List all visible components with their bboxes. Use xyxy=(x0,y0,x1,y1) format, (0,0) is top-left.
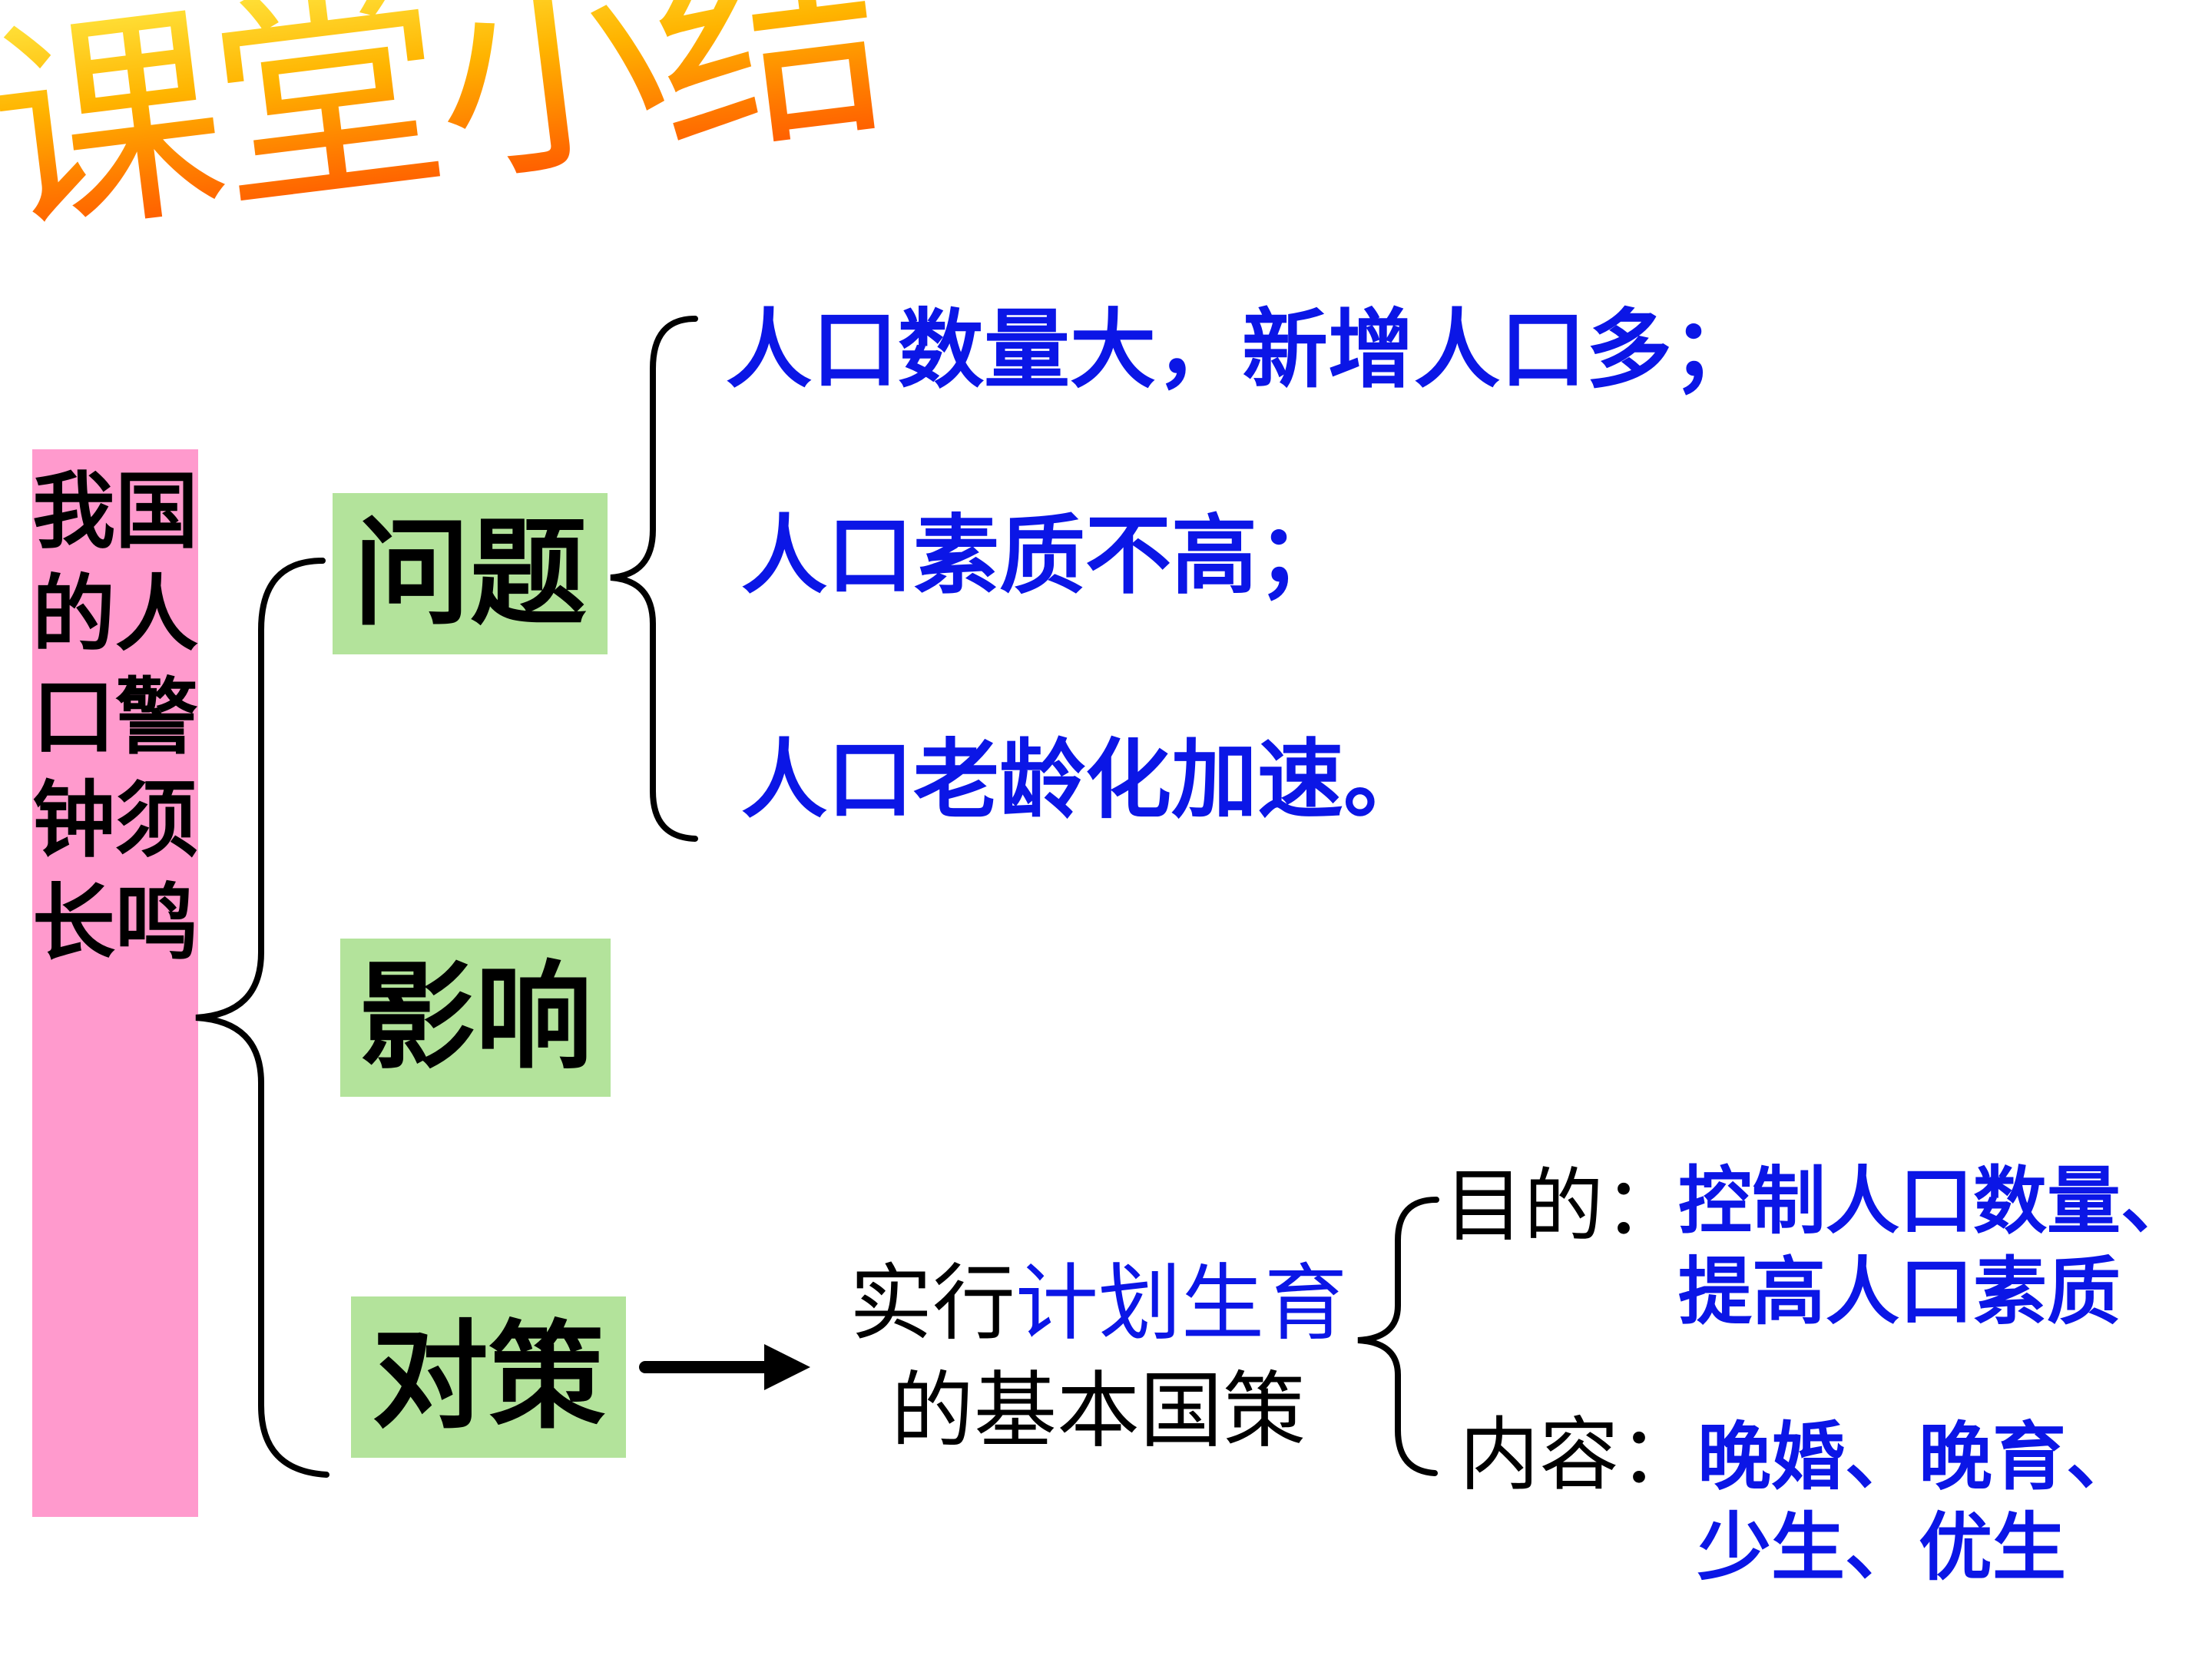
policy-bracket xyxy=(1357,1197,1439,1476)
problem-item-2: 人口素质不高； xyxy=(741,506,1343,606)
root-bracket xyxy=(195,558,329,1478)
problem-item-1: 人口数量大，新增人口多； xyxy=(726,300,1758,400)
policy-prefix: 实行 xyxy=(849,1256,1015,1352)
policy-node: 实行计划生育 的基本国策 xyxy=(799,1250,1398,1465)
purpose-line-2: 提高人口素质 xyxy=(1678,1249,2121,1335)
content-line-1: 晚婚、晚育、 xyxy=(1697,1414,2140,1500)
purpose-label: 目的： xyxy=(1444,1159,1684,1253)
policy-highlight: 计划生育 xyxy=(1015,1256,1348,1352)
root-topic-box xyxy=(32,449,198,1517)
content-label: 内容： xyxy=(1459,1408,1700,1502)
problem-item-3: 人口老龄化加速。 xyxy=(741,730,1429,830)
branch-problem: 问题 xyxy=(333,493,608,654)
content-text: 晚婚、晚育、 少生、优生 xyxy=(1697,1412,2140,1593)
root-topic-label: 我国的人口警钟须长鸣 xyxy=(32,464,199,972)
purpose-text: 控制人口数量、 提高人口素质 xyxy=(1678,1156,2194,1337)
branch-impact: 影响 xyxy=(340,939,611,1097)
purpose-line-1: 控制人口数量、 xyxy=(1678,1158,2194,1244)
arrow-head xyxy=(764,1344,810,1390)
problem-bracket xyxy=(610,316,698,842)
content-line-2: 少生、优生 xyxy=(1697,1505,2066,1591)
branch-measure: 对策 xyxy=(351,1296,626,1458)
policy-suffix: 的基本国策 xyxy=(890,1363,1306,1459)
